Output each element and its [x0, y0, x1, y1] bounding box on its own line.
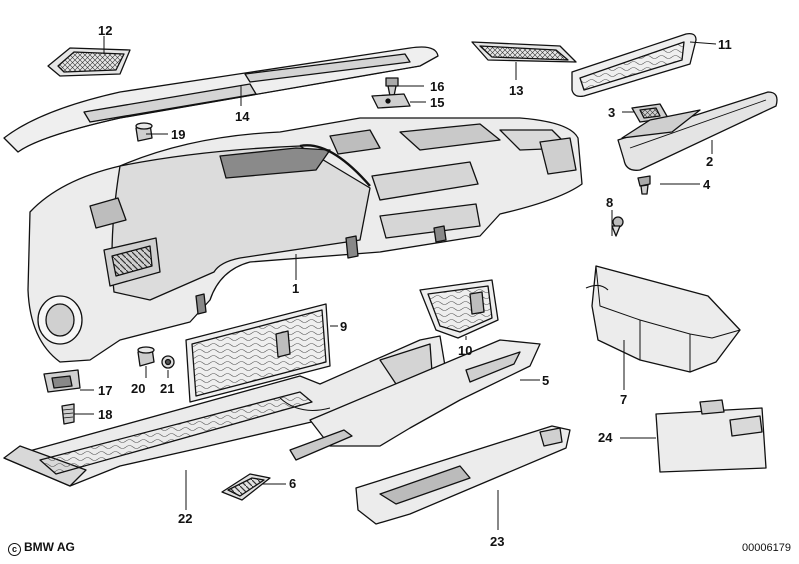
part-6-vent [221, 473, 271, 501]
part-8-screw [611, 216, 624, 237]
part-label-14: 14 [235, 109, 250, 124]
part-label-15: 15 [430, 95, 445, 110]
part-label-2: 2 [706, 154, 714, 169]
part-23-tray [355, 425, 571, 525]
part-1-dashboard [27, 117, 583, 363]
part-label-24: 24 [598, 430, 613, 445]
part-22-lower-trim [3, 335, 447, 487]
leader-lines [74, 36, 717, 530]
part-11-wood-panel [571, 32, 697, 98]
part-18-screw [61, 403, 75, 425]
part-16-screw [385, 77, 399, 97]
part-label-22: 22 [178, 511, 193, 526]
part-label-1: 1 [292, 281, 300, 296]
document-number: 00006179 [742, 542, 791, 554]
part-5-console-trim [289, 339, 541, 461]
part-label-21: 21 [160, 381, 175, 396]
part-4-screw [637, 175, 651, 195]
part-label-16: 16 [430, 79, 445, 94]
part-label-8: 8 [606, 195, 614, 210]
part-label-4: 4 [703, 177, 711, 192]
part-14-trim-strip [3, 46, 439, 153]
part-label-17: 17 [98, 383, 113, 398]
part-19-clip [135, 122, 153, 142]
part-label-10: 10 [458, 343, 473, 358]
part-label-13: 13 [509, 83, 524, 98]
part-9-wood-panel [185, 303, 331, 403]
part-20-clip [137, 346, 155, 367]
part-2-trim-rail [617, 91, 778, 171]
part-13-grille [471, 41, 577, 63]
part-label-9: 9 [340, 319, 348, 334]
part-label-19: 19 [171, 127, 186, 142]
part-label-12: 12 [98, 23, 113, 38]
copyright-text: BMW AG [24, 540, 75, 554]
part-15-bracket [371, 93, 411, 109]
part-21-clip [161, 355, 175, 369]
part-24-box [655, 399, 767, 473]
part-12-speaker-cover [47, 47, 131, 77]
part-label-23: 23 [490, 534, 505, 549]
copyright-icon: c [8, 543, 21, 556]
part-7-glovebox-liner [585, 265, 741, 373]
part-label-11: 11 [718, 37, 732, 52]
part-label-7: 7 [620, 392, 628, 407]
part-label-20: 20 [131, 381, 146, 396]
part-label-18: 18 [98, 407, 113, 422]
part-17-clip [43, 369, 81, 393]
part-label-6: 6 [289, 476, 297, 491]
part-10-wood-trim [419, 279, 499, 339]
part-label-5: 5 [542, 373, 550, 388]
part-label-3: 3 [608, 105, 616, 120]
